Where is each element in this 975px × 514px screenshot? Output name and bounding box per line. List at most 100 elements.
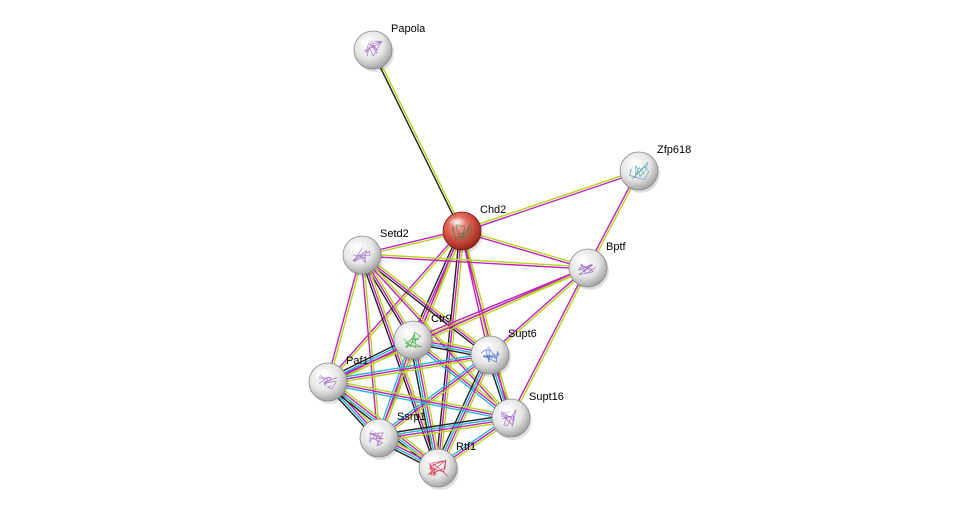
node-sphere	[353, 30, 393, 70]
edge-strand-experiments	[327, 381, 512, 419]
edge-strand-experiments	[360, 254, 379, 439]
edge-strand-databases	[378, 416, 512, 438]
edge-strand-textmining	[378, 420, 513, 442]
node-highlight	[424, 454, 442, 464]
edge-strand-databases	[410, 341, 511, 421]
edge-strand-experiments	[378, 418, 512, 440]
protein-structure-icon	[318, 374, 338, 390]
node-bptf[interactable]: Bptf	[568, 241, 627, 290]
node-papola[interactable]: Papola	[353, 23, 426, 72]
edge-chd2-zfp618[interactable]	[460, 169, 641, 233]
edge-supt6-ssrp1[interactable]	[376, 352, 493, 441]
node-highlight	[476, 341, 494, 351]
edge-strand-experiments	[361, 254, 491, 356]
node-label: Chd2	[480, 204, 506, 216]
node-zfp618[interactable]: Zfp618	[619, 144, 691, 193]
edge-strand-textmining	[327, 356, 492, 385]
node-highlight	[497, 404, 515, 414]
node-label: Supt6	[508, 328, 537, 340]
protein-structure-icon	[427, 459, 448, 477]
edge-strand-experiments	[378, 354, 491, 439]
edge-strand-textmining	[361, 253, 589, 268]
node-ssrp1[interactable]: Ssrp1	[359, 411, 426, 460]
node-label: Supt16	[529, 391, 564, 403]
edge-papola-chd2[interactable]	[371, 48, 464, 233]
node-label: Bptf	[606, 241, 627, 253]
protein-structure-icon	[501, 409, 517, 427]
edge-strand-experiments	[326, 254, 362, 383]
edge-strand-experiments	[460, 230, 490, 356]
edge-setd2-bptf[interactable]	[361, 253, 589, 270]
node-sphere	[342, 235, 382, 275]
edge-strand-textmining	[461, 229, 590, 268]
edge-setd2-paf1[interactable]	[326, 254, 364, 383]
edge-strand-databases	[326, 383, 512, 421]
node-label: Paf1	[346, 355, 369, 367]
edge-strand-experiments	[327, 354, 491, 383]
edge-strand-experiments	[411, 266, 589, 340]
edge-supt16-ssrp1[interactable]	[377, 414, 513, 442]
node-highlight	[574, 254, 592, 264]
edge-strand-coexpression	[359, 255, 437, 470]
edge-strand-textmining	[440, 355, 494, 471]
edge-strand-textmining	[327, 379, 513, 417]
edge-strand-experiments	[326, 229, 462, 382]
edge-strand-textmining	[362, 254, 381, 439]
edge-strand-coexpression	[371, 49, 462, 233]
edge-strand-experiments	[460, 231, 589, 270]
node-supt16[interactable]: Supt16	[491, 391, 564, 440]
node-label: Ctr9	[431, 313, 452, 325]
node-highlight	[399, 326, 417, 336]
edge-strand-textmining	[490, 268, 590, 357]
edge-setd2-ssrp1[interactable]	[360, 254, 381, 439]
edge-strand-coexpression	[410, 229, 461, 340]
node-chd2[interactable]: Chd2	[442, 204, 506, 253]
edge-strand-textmining	[328, 254, 364, 383]
node-sphere	[308, 362, 348, 402]
node-label: Papola	[391, 23, 426, 35]
node-sphere	[470, 335, 510, 375]
edge-bptf-supt16[interactable]	[509, 266, 590, 420]
node-paf1[interactable]: Paf1	[308, 355, 369, 404]
edge-paf1-supt16[interactable]	[326, 379, 513, 421]
edge-bptf-supt6[interactable]	[488, 266, 590, 357]
edge-strand-coexpression	[377, 414, 512, 436]
edge-setd2-supt6[interactable]	[359, 252, 493, 358]
edge-strand-experiments	[461, 171, 641, 233]
protein-structure-icon	[480, 346, 500, 363]
node-highlight	[359, 36, 377, 46]
node-highlight	[448, 217, 466, 227]
node-label: Rtf1	[456, 441, 476, 453]
edge-supt6-paf1[interactable]	[326, 352, 492, 385]
edge-strand-textmining	[460, 169, 640, 231]
node-supt6[interactable]: Supt6	[470, 328, 537, 377]
edge-strand-experiments	[509, 266, 588, 419]
edge-strand-coexpression	[359, 256, 490, 358]
edge-strand-experiments	[360, 255, 511, 420]
edge-strand-coexpression	[409, 339, 436, 470]
edge-strand-databases	[376, 352, 490, 437]
edge-strand-experiments	[361, 255, 589, 270]
node-ctr9[interactable]: Ctr9	[393, 313, 452, 362]
edge-strand-textmining	[379, 356, 493, 441]
edge-strand-databases	[326, 352, 491, 381]
edge-strand-textmining	[362, 252, 493, 354]
node-rtf1[interactable]: Rtf1	[418, 441, 476, 490]
node-highlight	[365, 424, 383, 434]
node-sphere	[442, 211, 482, 251]
node-label: Zfp618	[657, 144, 691, 156]
node-setd2[interactable]: Setd2	[342, 228, 409, 277]
node-sphere	[418, 448, 458, 488]
protein-structure-icon	[403, 331, 422, 349]
protein-structure-icon	[578, 263, 596, 276]
edge-chd2-bptf[interactable]	[460, 229, 590, 270]
edge-strand-textmining	[511, 267, 590, 420]
edge-strand-textmining	[373, 48, 464, 232]
node-label: Setd2	[380, 228, 409, 240]
edge-strand-experiments	[488, 266, 588, 355]
node-sphere	[619, 151, 659, 191]
node-label: Ssrp1	[397, 411, 426, 423]
node-highlight	[314, 368, 332, 378]
